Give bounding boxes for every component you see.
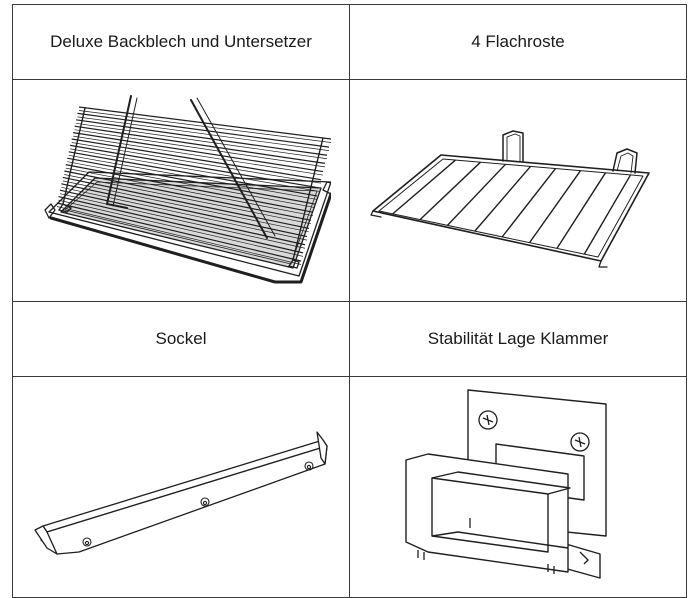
rack-wire (70, 144, 320, 188)
accessory-label-clamp: Stabilität Lage Klammer (349, 301, 687, 377)
flat-rack-wire (392, 159, 456, 214)
rack-wire-shadow (68, 154, 318, 200)
rack-wire (75, 118, 328, 156)
rack-wire-shadow (74, 128, 326, 167)
rack-wire (73, 131, 324, 172)
accessory-image-clamp (349, 376, 687, 598)
rack-wire (77, 112, 330, 148)
rack-wire-shadow (58, 199, 304, 257)
table-row (12, 79, 687, 302)
flat-rack-wire (419, 161, 481, 220)
rack-wire-shadow (71, 141, 322, 184)
flat-rack-wire (501, 167, 557, 237)
rack-wire-shadow (64, 173, 312, 224)
accessory-table: Deluxe Backblech und Untersetzer 4 Flach… (12, 4, 687, 598)
rack-wire (74, 125, 326, 164)
rack-wire (62, 176, 310, 229)
accessory-image-plinth (12, 376, 350, 598)
flat-rack-wire (528, 169, 582, 243)
accessory-label-plinth: Sockel (12, 301, 350, 377)
rack-wire-shadow (56, 205, 302, 265)
rack-wire (67, 157, 316, 205)
stability-clamp-icon (405, 389, 607, 579)
plinth-bracket-icon (34, 431, 328, 555)
flat-rack-wire (556, 171, 607, 249)
table-row: Sockel Stabilität Lage Klammer (12, 301, 687, 377)
baking-tray-with-rack-icon (44, 94, 331, 283)
rack-wire-shadow (67, 160, 316, 208)
rack-wire (59, 189, 306, 245)
rack-wire-shadow (65, 167, 314, 216)
table-row (12, 376, 687, 598)
accessory-label-flat-racks: 4 Flachroste (349, 4, 687, 80)
rack-wire-shadow (77, 116, 330, 151)
rack-wire (68, 150, 318, 197)
rack-wire (58, 195, 304, 253)
rack-wire (71, 137, 322, 180)
flat-rack-wire (446, 163, 507, 226)
accessory-image-tray (12, 79, 350, 302)
rack-wire-shadow (70, 148, 320, 192)
flat-rack-wire (583, 174, 632, 254)
accessory-label-tray: Deluxe Backblech und Untersetzer (12, 4, 350, 80)
rack-wire (78, 105, 331, 140)
rack-wire-shadow (59, 192, 306, 249)
rack-wire-shadow (61, 186, 308, 240)
rack-wire-shadow (73, 135, 324, 175)
rack-wire (65, 163, 314, 213)
rack-wire (61, 182, 308, 237)
rack-wire-shadow (76, 122, 328, 159)
rack-wire (56, 201, 302, 262)
flat-rack-wire (474, 165, 532, 232)
rack-wire (64, 169, 312, 221)
table-row: Deluxe Backblech und Untersetzer 4 Flach… (12, 4, 687, 80)
accessory-image-flat-racks (349, 79, 687, 302)
flat-wire-rack-icon (370, 129, 650, 268)
